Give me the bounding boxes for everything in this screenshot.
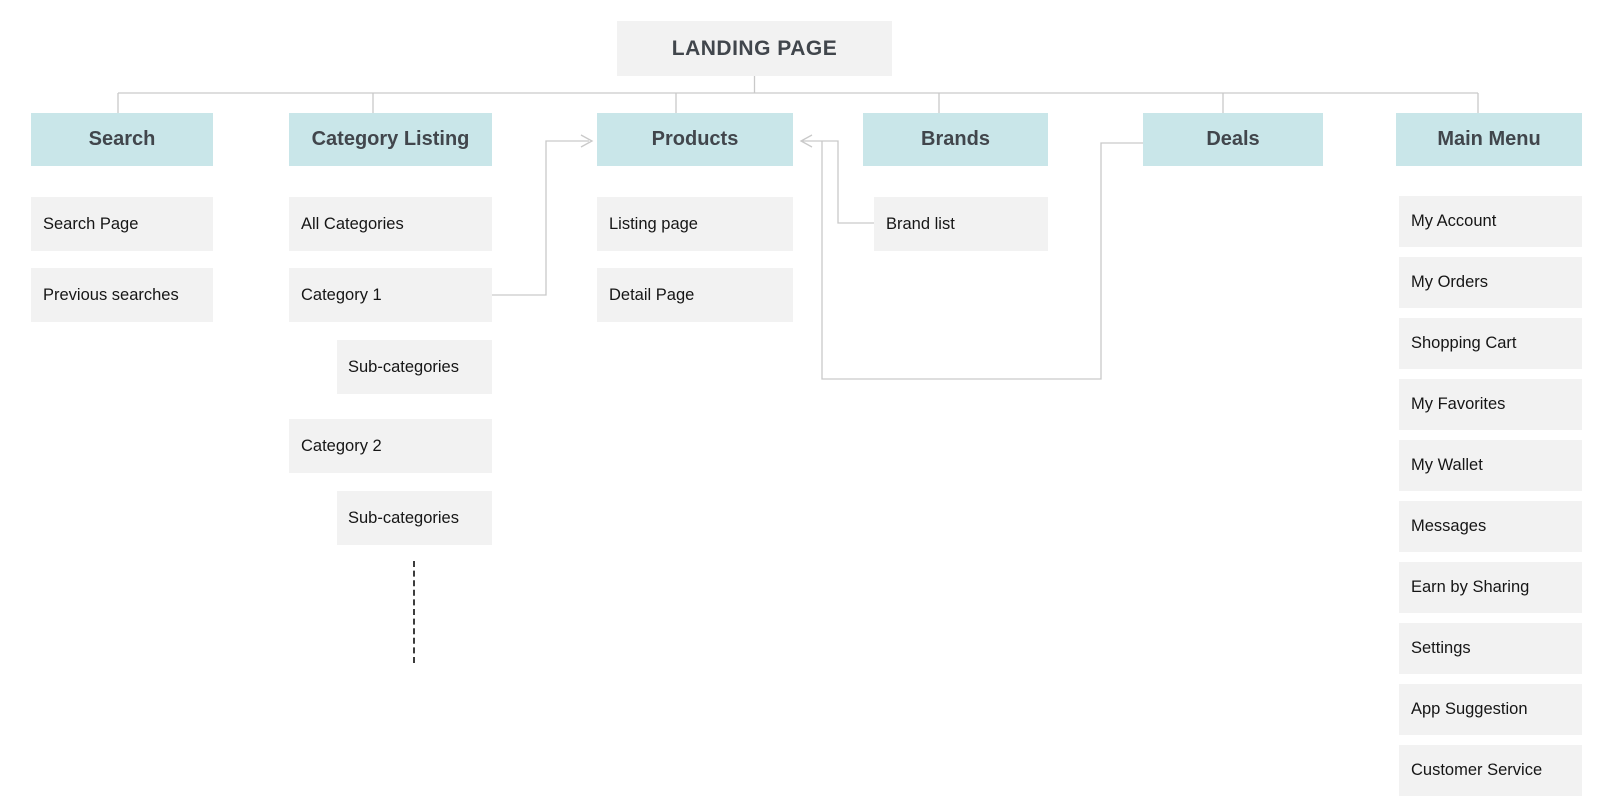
node-sub-categories-2[interactable]: Sub-categories xyxy=(337,491,492,545)
item-label: Brand list xyxy=(886,214,955,233)
node-my-account[interactable]: My Account xyxy=(1399,196,1582,247)
node-header-search[interactable]: Search xyxy=(31,113,213,166)
node-earn-by-sharing[interactable]: Earn by Sharing xyxy=(1399,562,1582,613)
node-header-category-listing[interactable]: Category Listing xyxy=(289,113,492,166)
item-label: Category 1 xyxy=(301,285,382,304)
item-label: Detail Page xyxy=(609,285,695,304)
arrow-right-icon xyxy=(580,134,594,148)
node-my-favorites[interactable]: My Favorites xyxy=(1399,379,1582,430)
node-sub-categories-1[interactable]: Sub-categories xyxy=(337,340,492,394)
node-header-brands[interactable]: Brands xyxy=(863,113,1048,166)
item-label: My Wallet xyxy=(1411,456,1483,474)
node-detail-page[interactable]: Detail Page xyxy=(597,268,793,322)
more-categories-dashed-line xyxy=(413,561,415,663)
node-category-1[interactable]: Category 1 xyxy=(289,268,492,322)
edge-landing-rail xyxy=(117,76,1479,113)
node-landing-page[interactable]: LANDING PAGE xyxy=(617,21,892,76)
node-header-main-menu[interactable]: Main Menu xyxy=(1396,113,1582,166)
node-previous-searches[interactable]: Previous searches xyxy=(31,268,213,322)
item-label: All Categories xyxy=(301,214,404,233)
header-label: Deals xyxy=(1206,128,1260,150)
item-label: My Account xyxy=(1411,212,1497,230)
item-label: Sub-categories xyxy=(348,508,459,527)
item-label: App Suggestion xyxy=(1411,700,1528,718)
item-label: Previous searches xyxy=(43,285,179,304)
node-my-wallet[interactable]: My Wallet xyxy=(1399,440,1582,491)
node-header-deals[interactable]: Deals xyxy=(1143,113,1323,166)
node-app-suggestion[interactable]: App Suggestion xyxy=(1399,684,1582,735)
arrow-left-icon xyxy=(799,134,813,148)
node-search-page[interactable]: Search Page xyxy=(31,197,213,251)
item-label: Messages xyxy=(1411,517,1487,535)
header-label: Main Menu xyxy=(1437,128,1541,150)
item-label: Settings xyxy=(1411,639,1471,657)
node-listing-page[interactable]: Listing page xyxy=(597,197,793,251)
item-label: Category 2 xyxy=(301,436,382,455)
header-label: Products xyxy=(651,128,739,150)
node-all-categories[interactable]: All Categories xyxy=(289,197,492,251)
node-header-products[interactable]: Products xyxy=(597,113,793,166)
header-label: Search xyxy=(88,128,156,150)
node-settings[interactable]: Settings xyxy=(1399,623,1582,674)
item-label: Search Page xyxy=(43,214,139,233)
node-customer-service[interactable]: Customer Service xyxy=(1399,745,1582,796)
header-label: Category Listing xyxy=(311,128,470,150)
item-label: Sub-categories xyxy=(348,357,459,376)
item-label: Earn by Sharing xyxy=(1411,578,1530,596)
edge-category1-products xyxy=(492,140,589,296)
item-label: My Favorites xyxy=(1411,395,1506,413)
edge-deals-products xyxy=(821,141,1143,380)
item-label: Listing page xyxy=(609,214,698,233)
item-label: Customer Service xyxy=(1411,761,1543,779)
item-label: My Orders xyxy=(1411,273,1489,291)
node-landing-page-label: LANDING PAGE xyxy=(671,36,838,60)
node-brand-list[interactable]: Brand list xyxy=(874,197,1048,251)
header-label: Brands xyxy=(921,128,990,150)
node-shopping-cart[interactable]: Shopping Cart xyxy=(1399,318,1582,369)
node-messages[interactable]: Messages xyxy=(1399,501,1582,552)
node-category-2[interactable]: Category 2 xyxy=(289,419,492,473)
node-my-orders[interactable]: My Orders xyxy=(1399,257,1582,308)
item-label: Shopping Cart xyxy=(1411,334,1517,352)
